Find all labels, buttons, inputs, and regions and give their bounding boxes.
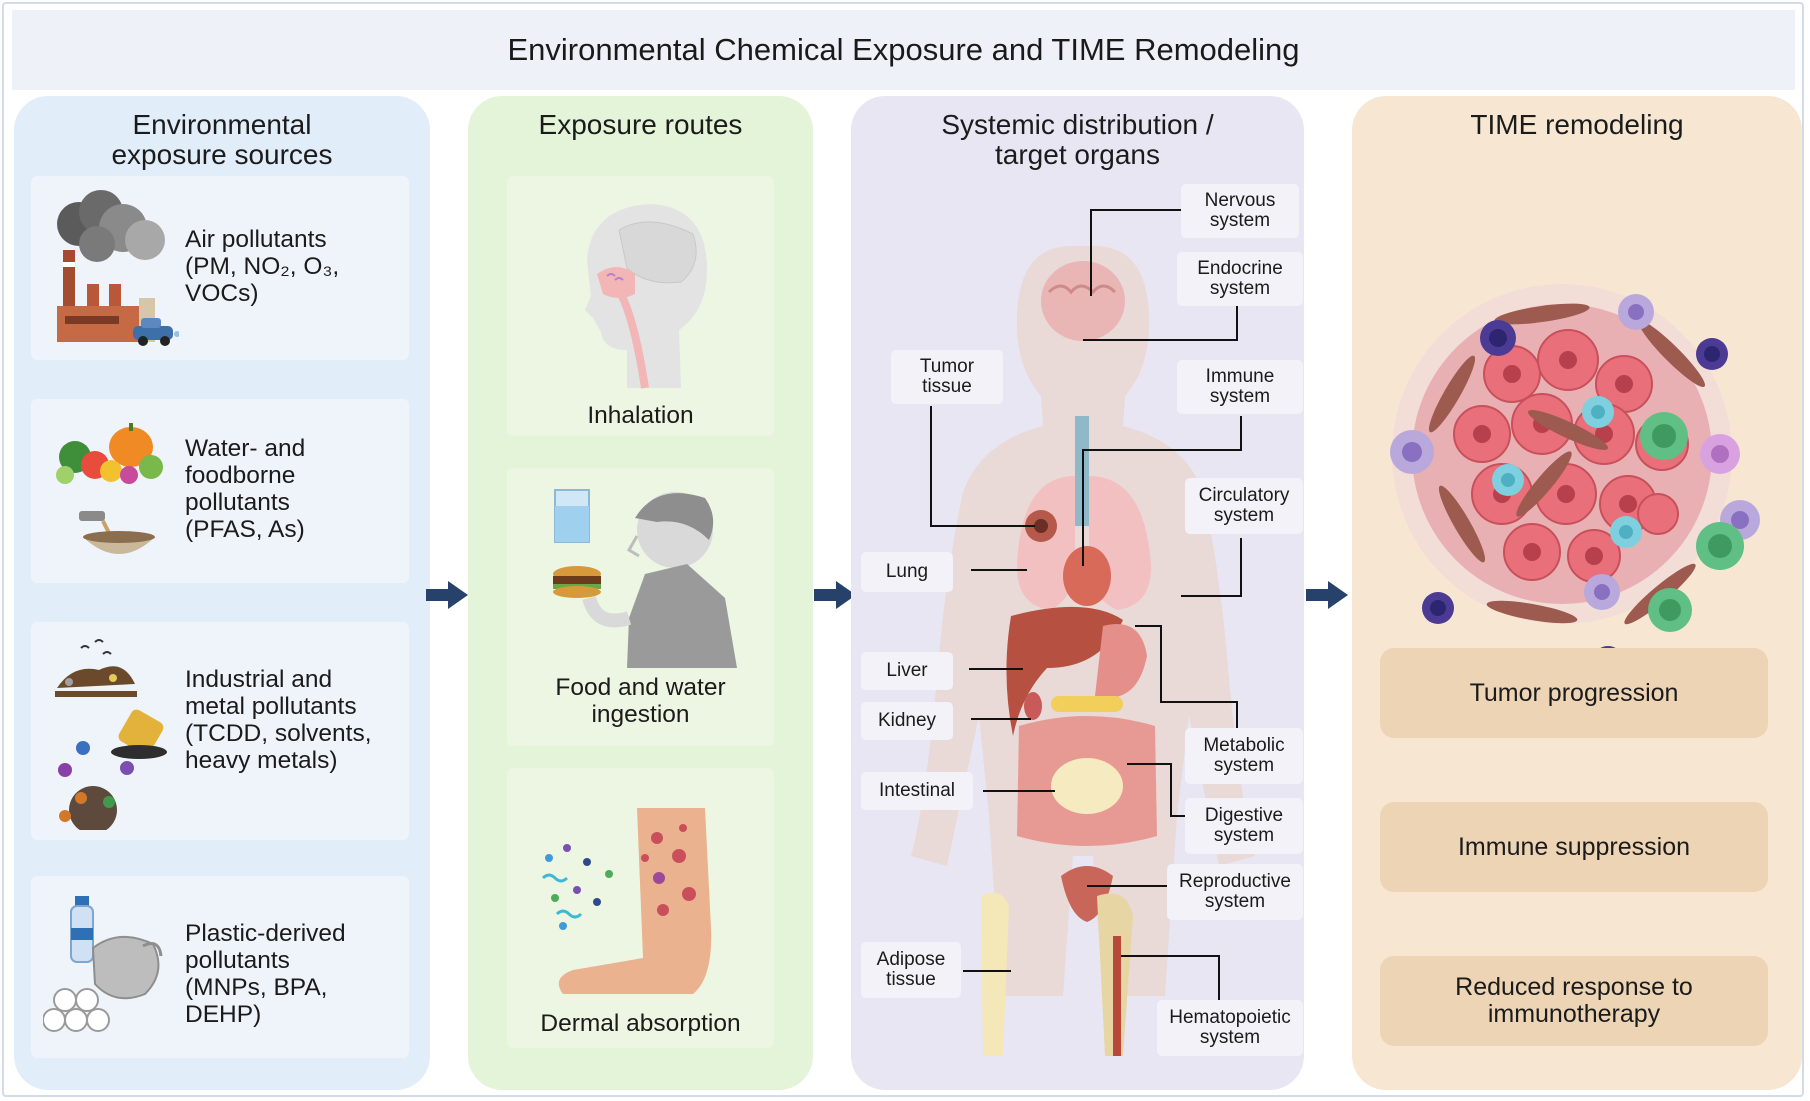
outcome-reduced-immunotherapy-response: Reduced response to immunotherapy	[1380, 956, 1768, 1046]
figure-title: Environmental Chemical Exposure and TIME…	[12, 10, 1795, 90]
source-card-water-food: Water- and foodborne pollutants (PFAS, A…	[31, 399, 409, 583]
routes-heading: Exposure routes	[538, 109, 743, 140]
label-kidney: Kidney	[861, 702, 953, 740]
vegetables-bowl-icon	[56, 423, 163, 554]
column-time-remodeling: TIME remodeling	[1352, 96, 1802, 1090]
dermal-absorption-label: Dermal absorption	[540, 1010, 741, 1037]
arrow-routes-to-distribution	[814, 581, 856, 609]
human-body-illustration	[911, 209, 1255, 1056]
label-lung: Lung	[861, 552, 953, 592]
plastic-bottle-bag-icon	[43, 896, 163, 1032]
column-exposure-routes: Exposure routes Inhalation Food and wate…	[468, 96, 813, 1090]
head-respiratory-icon	[585, 204, 707, 389]
water-food-pollutants-text: Water- and foodborne pollutants (PFAS, A…	[185, 435, 306, 543]
distribution-heading: Systemic distribution / target organs	[941, 109, 1214, 170]
plastic-pollutants-text: Plastic-derived pollutants (MNPs, BPA, D…	[185, 920, 346, 1028]
air-pollutants-text: Air pollutants (PM, NO₂, O₃, VOCs)	[185, 226, 340, 307]
industrial-waste-icon	[55, 639, 167, 830]
column-systemic-distribution: Systemic distribution / target organs	[851, 96, 1304, 1090]
label-liver: Liver	[861, 652, 953, 690]
inhalation-label: Inhalation	[587, 402, 694, 429]
sources-heading: Environmental exposure sources	[111, 109, 333, 170]
industrial-pollutants-text: Industrial and metal pollutants (TCDD, s…	[185, 666, 372, 774]
label-intestinal: Intestinal	[861, 772, 973, 810]
ingestion-label: Food and water ingestion	[555, 674, 726, 728]
arrow-distribution-to-time	[1306, 581, 1348, 609]
factory-car-icon	[57, 190, 179, 346]
source-card-air: Air pollutants (PM, NO₂, O₃, VOCs)	[31, 176, 409, 360]
leg-skin-icon	[541, 808, 712, 994]
source-card-plastic: Plastic-derived pollutants (MNPs, BPA, D…	[31, 876, 409, 1058]
route-card-dermal: Dermal absorption	[507, 768, 774, 1048]
outcome-immune-suppression: Immune suppression	[1380, 802, 1768, 892]
tumor-microenvironment-illustration	[1390, 284, 1760, 690]
outcome-tumor-progression: Tumor progression	[1380, 648, 1768, 738]
source-card-industrial: Industrial and metal pollutants (TCDD, s…	[31, 622, 409, 840]
person-eating-icon	[553, 489, 737, 668]
route-card-ingestion: Food and water ingestion	[507, 468, 774, 746]
route-card-inhalation: Inhalation	[507, 176, 774, 436]
time-heading: TIME remodeling	[1470, 109, 1684, 140]
arrow-sources-to-routes	[426, 581, 468, 609]
column-exposure-sources: Environmental exposure sources Air pollu…	[14, 96, 430, 1090]
